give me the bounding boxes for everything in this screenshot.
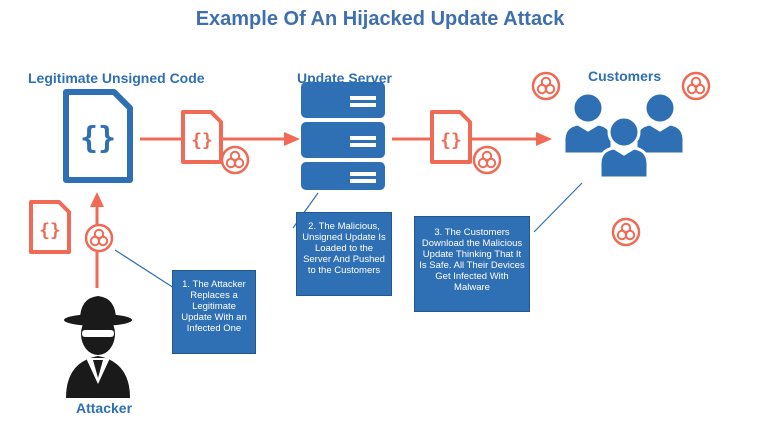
label-attacker: Attacker — [76, 400, 133, 416]
label-legitimate-code: Legitimate Unsigned Code — [28, 70, 205, 86]
hacker-icon — [64, 296, 132, 398]
biohazard-icon — [84, 223, 114, 253]
biohazard-icon — [472, 145, 502, 175]
infected-file-icon — [181, 110, 223, 164]
callout-line-step-1 — [114, 249, 175, 289]
infected-file-icon — [29, 200, 71, 254]
diagram-title: Example Of An Hijacked Update Attack — [195, 8, 565, 30]
biohazard-icon — [611, 217, 641, 247]
server-icon — [301, 82, 385, 190]
biohazard-icon — [681, 71, 711, 101]
label-customers: Customers — [588, 68, 662, 84]
biohazard-icon — [531, 71, 561, 101]
svg-text:{}: {} — [80, 121, 116, 156]
step-2-note: 2. The Malicious, Unsigned Update Is Loa… — [296, 212, 392, 296]
code-file-icon: {} — [63, 89, 133, 183]
step-3-note: 3. The Customers Download the Malicious … — [414, 216, 530, 312]
biohazard-icon — [220, 145, 250, 175]
step-1-note: 1. The Attacker Replaces a Legitimate Up… — [172, 270, 256, 354]
infected-file-icon — [430, 110, 472, 164]
users-icon — [562, 91, 686, 180]
callout-line-step-3 — [533, 182, 583, 233]
